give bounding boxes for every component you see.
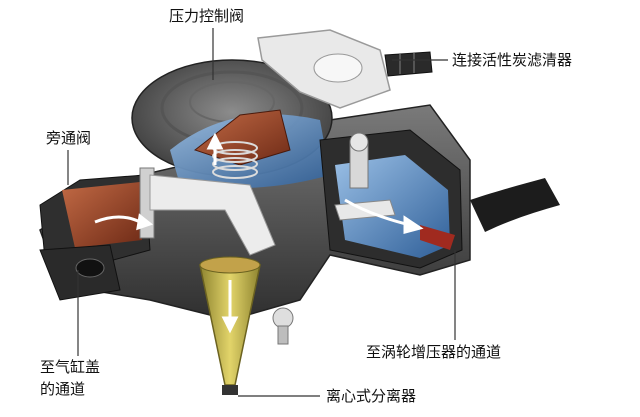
label-bypass-valve: 旁通阀 — [46, 129, 92, 147]
label-cylinder-head-line2: 的通道 — [40, 380, 86, 398]
label-pressure-valve: 压力控制阀 — [169, 7, 245, 25]
flow-arrows — [94, 132, 424, 334]
turbo-outlet-seal — [420, 225, 455, 250]
bypass-valve-chamber — [62, 182, 142, 248]
mounting-hole — [75, 258, 105, 278]
separator-top — [199, 256, 261, 274]
fitting-cap — [313, 53, 363, 83]
separator-tip — [222, 385, 238, 395]
label-cylinder-head-line1: 至气缸盖 — [40, 358, 101, 376]
carbon-filter-nozzle — [384, 51, 433, 77]
bolt-shank — [277, 325, 289, 345]
leader-lines — [67, 28, 456, 397]
middle-duct — [149, 174, 276, 256]
check-valve-cap — [349, 132, 369, 152]
bolt-head — [272, 307, 294, 329]
label-carbon-filter: 连接活性炭滤清器 — [452, 51, 573, 69]
hose-right — [470, 178, 560, 232]
label-turbo-channel: 至涡轮增压器的通道 — [366, 343, 502, 361]
label-centrifugal-separator: 离心式分离器 — [326, 387, 417, 405]
